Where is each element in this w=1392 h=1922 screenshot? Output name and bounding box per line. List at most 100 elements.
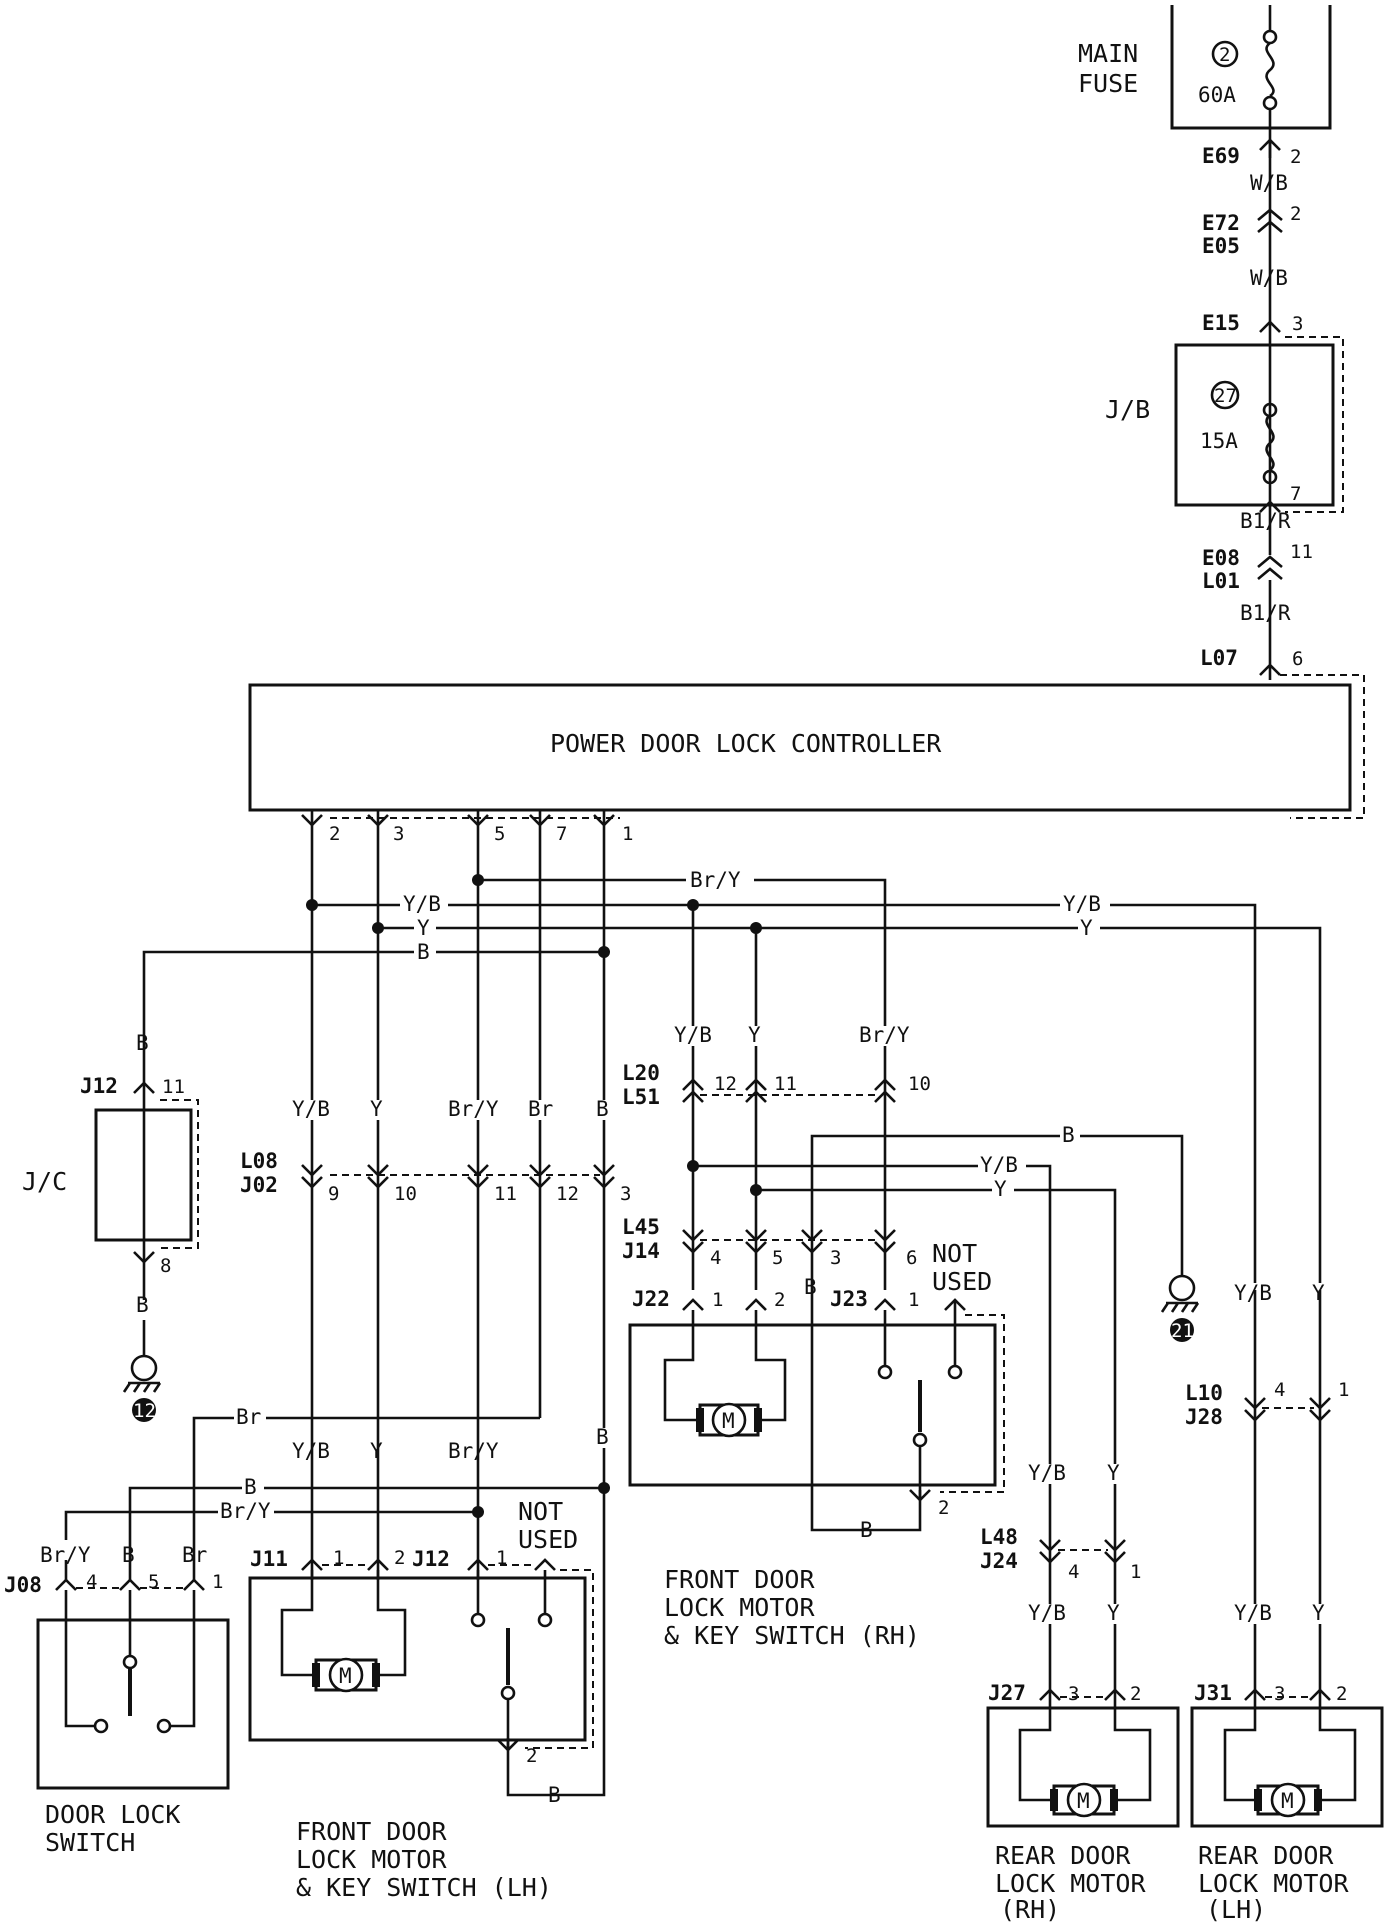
j27-label: J27 [988, 1681, 1026, 1705]
svg-text:3: 3 [393, 823, 404, 845]
e05-label: E05 [1202, 234, 1240, 258]
j11-label: J11 [250, 1547, 288, 1571]
j12-lh-label: J12 [412, 1547, 450, 1571]
e08-label: E08 [1202, 546, 1240, 570]
svg-text:B: B [1062, 1123, 1075, 1147]
svg-text:6: 6 [906, 1247, 917, 1269]
j23-label: J23 [830, 1287, 868, 1311]
svg-text:3: 3 [620, 1183, 631, 1205]
svg-text:B: B [596, 1425, 609, 1449]
fuse-number-circle [1211, 40, 1239, 68]
svg-text:B1/R: B1/R [1240, 601, 1291, 625]
ground-12-icon [132, 1398, 156, 1422]
rear-rh-label-1: REAR DOOR [995, 1841, 1131, 1870]
rear-rh-label-2: LOCK MOTOR [995, 1869, 1146, 1898]
e15-label: E15 [1202, 311, 1240, 335]
main-fuse-label-1: MAIN [1078, 39, 1138, 68]
svg-text:B: B [804, 1275, 817, 1299]
svg-text:2: 2 [774, 1289, 785, 1311]
l08-label: L08 [240, 1149, 278, 1173]
svg-text:B: B [417, 940, 430, 964]
svg-text:1: 1 [908, 1289, 919, 1311]
svg-text:B1/R: B1/R [1240, 509, 1291, 533]
svg-text:USED: USED [932, 1267, 992, 1296]
connector-l48-j24: Y/B Y L48 J24 4 1 Y/B Y Y/B Y [980, 1461, 1330, 1625]
svg-text:Y: Y [1312, 1601, 1325, 1625]
svg-text:3: 3 [1292, 313, 1303, 335]
controller-label: POWER DOOR LOCK CONTROLLER [550, 729, 942, 758]
svg-text:3: 3 [830, 1247, 841, 1269]
svg-text:Br/Y: Br/Y [448, 1439, 499, 1463]
svg-text:21: 21 [1171, 1320, 1194, 1342]
svg-text:Y: Y [417, 916, 430, 940]
jb-label: J/B [1105, 395, 1150, 424]
svg-text:1: 1 [712, 1289, 723, 1311]
svg-text:7: 7 [1290, 483, 1301, 505]
svg-text:Y: Y [370, 1439, 383, 1463]
svg-text:B: B [122, 1543, 135, 1567]
svg-text:2: 2 [394, 1547, 405, 1569]
svg-text:B: B [596, 1097, 609, 1121]
door-lock-switch-label-1: DOOR LOCK [45, 1800, 180, 1829]
svg-text:Y: Y [1080, 916, 1093, 940]
j28-label: J28 [1185, 1405, 1223, 1429]
svg-text:Br/Y: Br/Y [859, 1023, 910, 1047]
svg-text:2: 2 [938, 1497, 949, 1519]
svg-text:Y/B: Y/B [1234, 1281, 1272, 1305]
svg-text:11: 11 [162, 1076, 185, 1098]
rear-lh-label-2: LOCK MOTOR [1198, 1869, 1349, 1898]
connector-l08-j02: Y/B Y Br/Y Br B L08 J02 9 10 11 12 3 [240, 1097, 631, 1205]
rear-door-lock-motor-rh: J27 3 2 M REAR DOOR LOCK MOTOR (RH) [986, 1681, 1180, 1922]
junction-block [1174, 343, 1335, 507]
l07-label: L07 [1200, 646, 1238, 670]
svg-text:2: 2 [526, 1745, 537, 1767]
svg-text:12: 12 [556, 1183, 579, 1205]
svg-text:2: 2 [1290, 146, 1301, 168]
motor-rear-rh-icon: M [1077, 1789, 1090, 1813]
svg-text:B: B [244, 1475, 257, 1499]
door-lock-switch-label-2: SWITCH [45, 1828, 135, 1857]
svg-text:B: B [548, 1783, 561, 1807]
l51-label: L51 [622, 1085, 660, 1109]
svg-text:Y/B: Y/B [1234, 1601, 1272, 1625]
svg-text:4: 4 [1068, 1561, 1079, 1583]
l48-label: L48 [980, 1525, 1018, 1549]
svg-text:B: B [136, 1031, 149, 1055]
svg-text:Y: Y [1107, 1601, 1120, 1625]
svg-text:Y/B: Y/B [674, 1023, 712, 1047]
svg-text:Y/B: Y/B [1063, 892, 1101, 916]
svg-text:3: 3 [1274, 1683, 1285, 1705]
svg-text:NOT: NOT [932, 1239, 977, 1268]
svg-text:Y/B: Y/B [980, 1153, 1018, 1177]
e72-label: E72 [1202, 211, 1240, 235]
svg-text:2: 2 [1290, 203, 1301, 225]
connector-l20-l51: Y/B Y Br/Y L20 L51 12 11 10 [622, 905, 931, 1290]
harness-bus: Br/Y Y/B Y B Y/B Y [142, 810, 1322, 1468]
front-rh-label-2: LOCK MOTOR [664, 1593, 815, 1622]
door-lock-switch: Br/Y B Br J08 4 5 1 DOOR LOCK SWITCH [4, 1540, 230, 1857]
front-rh-label-1: FRONT DOOR [664, 1565, 815, 1594]
connector-l10-j28: Y/B Y L10 J28 4 1 [1185, 1281, 1349, 1700]
rear-rh-label-3: (RH) [1000, 1895, 1060, 1922]
j12-jc-label: J12 [80, 1074, 118, 1098]
main-fuse-number: 2 [1219, 44, 1230, 66]
svg-text:Y: Y [1107, 1461, 1120, 1485]
jc-label: J/C [22, 1167, 67, 1196]
j14-label: J14 [622, 1239, 660, 1263]
fuse-element [1265, 5, 1275, 158]
power-feed: E69 2 W/B E72 E05 2 W/B E15 3 J/B 27 15A… [1105, 138, 1344, 680]
svg-text:Br: Br [528, 1097, 553, 1121]
svg-text:Y: Y [370, 1097, 383, 1121]
power-door-lock-controller: POWER DOOR LOCK CONTROLLER 2 3 5 7 1 [248, 674, 1365, 845]
rear-lh-label-1: REAR DOOR [1198, 1841, 1334, 1870]
l45-label: L45 [622, 1215, 660, 1239]
svg-text:Br/Y: Br/Y [448, 1097, 499, 1121]
rh-branch-wires: B Y/B Y 21 [687, 1123, 1200, 1700]
svg-text:1: 1 [333, 1547, 344, 1569]
main-fuse-rating: 60A [1198, 83, 1236, 107]
ground-21-icon [1170, 1318, 1194, 1342]
lh-branch-wires: Br Y/B Y Br/Y B B Br/Y B [64, 1405, 614, 1807]
j08-label: J08 [4, 1573, 42, 1597]
motor-lh-icon: M [339, 1664, 352, 1688]
